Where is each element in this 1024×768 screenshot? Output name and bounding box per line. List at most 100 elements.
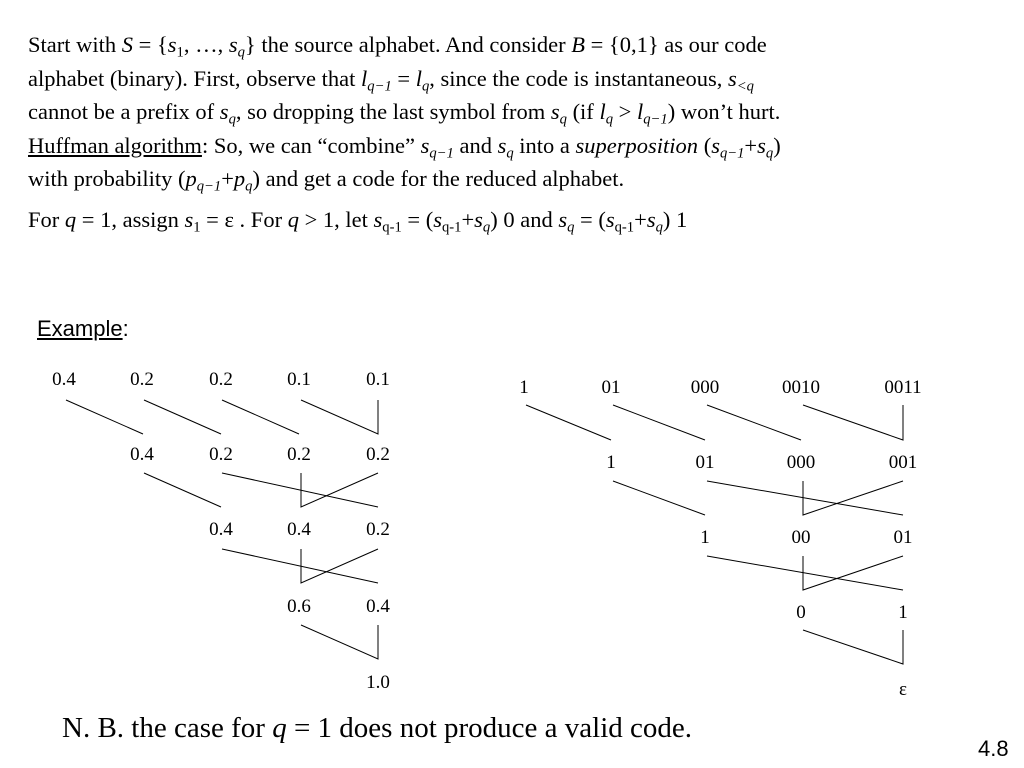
text-run: = 1 does not produce a valid code. [286,712,693,744]
subscript: q [559,111,567,128]
left-node-0-1: 0.2 [130,369,154,390]
symbol-s: s [497,132,507,158]
text-run: + [744,132,758,158]
subscript: q−1 [643,111,668,128]
text-run: + [461,206,475,232]
symbol-s: s [646,206,656,232]
text-run: } the source alphabet. And consider [244,32,572,57]
right-node-1-2: 000 [787,452,816,473]
left-node-0-3: 0.1 [287,369,311,390]
left-node-2-0: 0.4 [209,519,233,540]
right-node-1-0: 1 [606,452,616,473]
text-run: , so dropping the last symbol from [235,99,551,124]
text-run: , …, [183,32,229,57]
subscript: q [237,44,245,61]
left-node-2-1: 0.4 [287,519,311,540]
left-edge [221,472,379,508]
body-text: Start with S = {s1, …, sq} the source al… [28,28,1008,236]
text-run: with probability ( [28,166,186,191]
left-merge-edge [300,399,379,435]
subscript: 1 [176,44,184,61]
right-node-1-1: 01 [696,452,715,473]
right-edge [525,404,612,441]
right-code-tree: 1 01 000 0010 0011 1 01 000 001 1 00 01 … [519,377,921,700]
left-node-3-0: 0.6 [287,596,311,617]
text-line-4: Huffman algorithm: So, we can “combine” … [28,129,1008,163]
right-node-2-0: 1 [700,527,710,548]
left-node-2-2: 0.2 [366,519,390,540]
text-run: ) [773,132,781,158]
text-run: into a [513,132,576,158]
left-node-4-0: 1.0 [366,672,390,693]
example-heading: Example: [37,316,129,342]
text-run: = {0,1} as our code [584,32,767,57]
text-line-6: For q = 1, assign s1 = ε . For q > 1, le… [28,203,1008,237]
right-edge [706,555,904,591]
symbol-l: l [361,65,368,91]
footnote: N. B. the case for q = 1 does not produc… [62,712,692,745]
right-node-0-1: 01 [602,377,621,398]
text-run: = ε . For [200,206,288,232]
subscript: q [567,218,575,235]
text-run: = 1, assign [76,206,185,232]
example-colon: : [122,316,129,341]
text-run: + [634,206,647,232]
right-node-4-0: ε [899,679,907,700]
left-merge-edge [300,624,379,660]
subscript: q−1 [429,144,454,161]
symbol-s: s [184,206,194,232]
left-probability-tree: 0.4 0.2 0.2 0.1 0.1 0.4 0.2 0.2 0.2 0.4 … [52,369,390,693]
text-run: ) won’t hurt. [667,99,781,124]
right-edge [612,404,706,441]
symbol-l: l [636,99,644,124]
symbol-S: S [121,32,133,57]
text-run: = [391,65,416,91]
text-run: ( [698,132,712,158]
subscript: q [245,178,253,195]
right-node-3-1: 1 [898,602,908,623]
symbol-p: p [185,166,197,191]
left-edge [221,399,300,435]
subscript: <q [736,77,754,94]
subscript: q [506,144,514,161]
subscript: q−1 [367,77,392,94]
text-run: , since the code is instantaneous, [429,65,728,91]
right-edge [612,480,706,516]
text-run: > [613,99,637,124]
text-line-3: cannot be a prefix of sq , so dropping th… [28,95,1008,129]
right-node-0-0: 1 [519,377,529,398]
right-merge-edge [802,480,904,516]
left-node-0-4: 0.1 [366,369,390,390]
symbol-l: l [599,99,606,124]
right-node-0-4: 0011 [884,377,921,398]
symbol-s: s [228,32,238,57]
right-node-1-3: 001 [889,452,918,473]
text-run: alphabet (binary). First, observe that [28,65,362,91]
example-label: Example [37,316,123,341]
symbol-s: s [550,99,560,124]
symbol-s: s [605,206,615,232]
subscript: q-1 [382,218,402,235]
right-node-0-2: 000 [691,377,720,398]
text-run: (if [566,99,600,124]
left-node-3-1: 0.4 [366,596,390,617]
symbol-p: p [233,166,246,191]
symbol-q: q [64,206,77,232]
text-line-2: alphabet (binary). First, observe that l… [28,62,1008,96]
symbol-s: s [757,132,766,158]
symbol-s: s [420,132,430,158]
text-run: cannot be a prefix of [28,99,220,124]
subscript: q-1 [441,218,462,235]
symbol-s: s [373,206,383,232]
right-edge [706,404,802,441]
text-run: : So, we can “combine” [201,132,421,158]
text-run: > 1, let [298,206,374,232]
huffman-algorithm-heading: Huffman algorithm [28,132,202,158]
left-node-1-0: 0.4 [130,444,154,465]
right-node-2-1: 00 [792,527,811,548]
text-run: = ( [574,206,606,232]
right-node-2-2: 01 [894,527,913,548]
slide-number: 4.8 [978,736,1009,761]
text-run: ) and get a code for the reduced alphabe… [252,166,625,191]
